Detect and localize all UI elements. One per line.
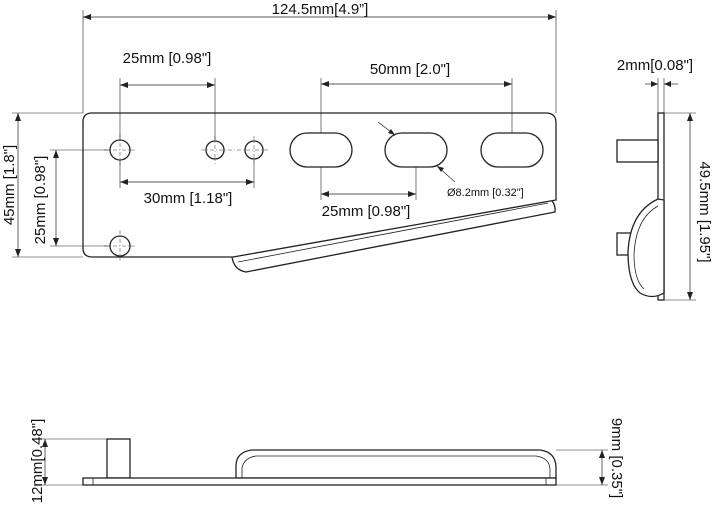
slot-3 bbox=[480, 132, 544, 168]
hole-mid-2 bbox=[244, 140, 264, 160]
height-left-label: 45mm [1.8"] bbox=[1, 145, 18, 225]
side-boss-top bbox=[616, 139, 659, 163]
dim-side-height: 12mm[0.48"] bbox=[29, 419, 107, 504]
dim-overall-length: 124.5mm[4.9”] bbox=[82, 1, 557, 113]
overall-length-label: 124.5mm[4.9”] bbox=[272, 1, 369, 18]
side-view-right bbox=[616, 112, 665, 301]
dim-hole-vertical: 25mm [0.98"] bbox=[32, 149, 110, 247]
dim-slot-diameter: Ø8.2mm [0.32"] bbox=[377, 121, 524, 199]
front-view bbox=[82, 112, 557, 273]
bottom-lip bbox=[235, 449, 557, 479]
side-height-label: 12mm[0.48"] bbox=[29, 419, 46, 504]
thickness-label: 2mm[0.08"] bbox=[617, 57, 693, 74]
dim-thickness: 2mm[0.08"] bbox=[617, 57, 693, 113]
dim-slot-spacing-long: 50mm [2.0"] bbox=[320, 61, 513, 133]
dim-hole-spacing-mid: 30mm [1.18"] bbox=[119, 160, 255, 207]
dim-slot-spacing-short: 25mm [0.98"] bbox=[320, 167, 417, 220]
slot-diameter-label: Ø8.2mm [0.32"] bbox=[447, 187, 524, 199]
side-lip bbox=[627, 198, 665, 298]
dim-height-right: 49.5mm [1.95"] bbox=[664, 112, 713, 301]
bottom-plate bbox=[82, 477, 557, 486]
side-view-bottom bbox=[82, 438, 557, 486]
side-lip-inner bbox=[633, 205, 659, 290]
plate-lip-inner bbox=[237, 202, 549, 263]
dim-hole-spacing-top: 25mm [0.98"] bbox=[119, 50, 216, 140]
hole-mid-1 bbox=[205, 140, 225, 160]
slot-2 bbox=[384, 132, 448, 168]
bottom-lip-inner bbox=[241, 455, 551, 478]
hole-spacing-mid-label: 30mm [1.18"] bbox=[144, 190, 233, 207]
side-right-label: 9mm [0.35"] bbox=[608, 418, 625, 498]
bottom-boss bbox=[106, 438, 131, 479]
slot-spacing-short-label: 25mm [0.98"] bbox=[322, 203, 411, 220]
slot-spacing-long-label: 50mm [2.0"] bbox=[370, 61, 450, 78]
hole-spacing-top-label: 25mm [0.98"] bbox=[123, 50, 212, 67]
height-right-label: 49.5mm [1.95"] bbox=[696, 161, 713, 262]
dim-side-right: 9mm [0.35"] bbox=[556, 418, 625, 498]
slot-1 bbox=[289, 132, 353, 168]
dim-height-left: 45mm [1.8"] bbox=[1, 112, 83, 258]
hole-vertical-label: 25mm [0.98"] bbox=[32, 156, 49, 245]
